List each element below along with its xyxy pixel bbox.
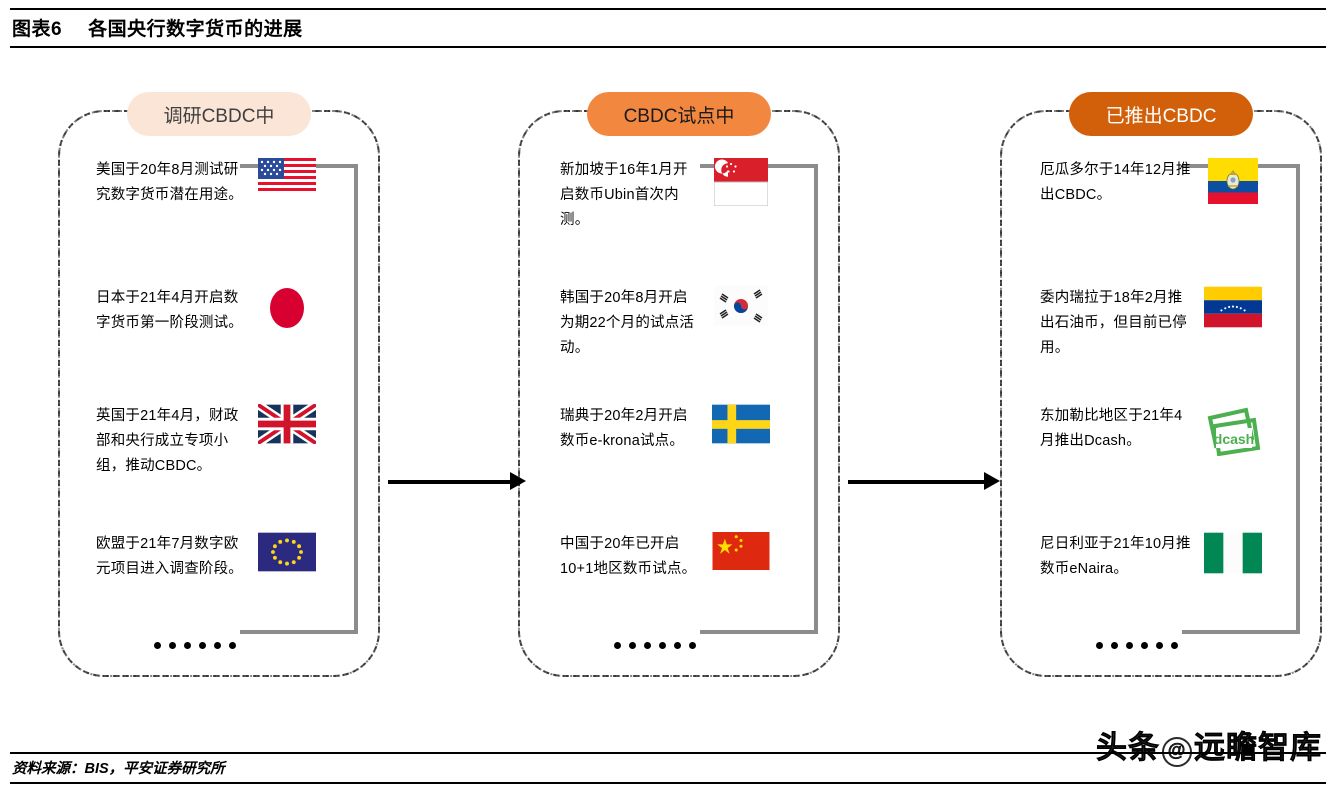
footer-rule-bottom [10, 782, 1326, 784]
sg-flag [710, 158, 772, 206]
entry-text: 韩国于20年8月开启为期22个月的试点活动。 [560, 290, 695, 356]
column-header-pill-launched[interactable]: 已推出CBDC [1069, 92, 1253, 136]
pill-label: 调研CBDC中 [163, 105, 275, 127]
figure-number: 图表6 [12, 19, 63, 40]
entry-text: 美国于20年8月测试研究数字货币潜在用途。 [96, 162, 243, 203]
list-item-ec[interactable]: 厄瓜多尔于14年12月推出CBDC。 [1040, 158, 1290, 270]
ve-flag [1202, 286, 1264, 328]
ng-flag [1202, 532, 1264, 574]
entry-text: 欧盟于21年7月数字欧元项目进入调查阶段。 [96, 536, 243, 577]
ec-flag [1202, 158, 1264, 204]
eu-flag [256, 532, 318, 572]
us-flag [256, 158, 318, 196]
list-item-eu[interactable]: 欧盟于21年7月数字欧元项目进入调查阶段。 [96, 532, 346, 644]
source-note: 资料来源：BIS，平安证券研究所 [12, 761, 225, 777]
figure-title: 各国央行数字货币的进展 [88, 19, 303, 40]
stage-column-pilot: CBDC试点中 新加坡于16年1月开启数币Ubin首次内测。 [518, 92, 840, 677]
se-flag [710, 404, 772, 444]
entry-text: 新加坡于16年1月开启数币Ubin首次内测。 [560, 162, 688, 228]
arrow-head-icon [510, 472, 526, 490]
list-item-ve[interactable]: 委内瑞拉于18年2月推出石油币，但目前已停用。 [1040, 286, 1290, 398]
arrow-col2-to-col3 [848, 472, 1000, 490]
uk-flag [256, 404, 318, 444]
figure-footer: 资料来源：BIS，平安证券研究所 [10, 752, 1326, 784]
entry-text: 日本于21年4月开启数字货币第一阶段测试。 [96, 290, 243, 331]
header-rule-top [10, 8, 1326, 10]
list-item-dcash[interactable]: 东加勒比地区于21年4月推出Dcash。 dcash [1040, 404, 1290, 516]
entry-list: 新加坡于16年1月开启数币Ubin首次内测。 韩国于2 [518, 152, 840, 652]
watermark: 头条@远瞻智库 [1096, 722, 1322, 767]
ellipsis-dots [1096, 642, 1178, 649]
entry-text: 东加勒比地区于21年4月推出Dcash。 [1040, 408, 1183, 449]
column-header-pill-research[interactable]: 调研CBDC中 [127, 92, 311, 136]
list-item-kr[interactable]: 韩国于20年8月开启为期22个月的试点活动。 [560, 286, 810, 398]
kr-flag [710, 286, 772, 326]
watermark-prefix: 头条 [1096, 730, 1160, 766]
list-item-sg[interactable]: 新加坡于16年1月开启数币Ubin首次内测。 [560, 158, 810, 270]
list-item-ng[interactable]: 尼日利亚于21年10月推数币eNaira。 [1040, 532, 1290, 644]
arrow-head-icon [984, 472, 1000, 490]
cn-flag [710, 532, 772, 570]
column-header-pill-pilot[interactable]: CBDC试点中 [587, 92, 771, 136]
list-item-cn[interactable]: 中国于20年已开启10+1地区数币试点。 [560, 532, 810, 644]
stage-column-research: 调研CBDC中 美国于20年8月测试研究数字货币潜在用途。 [58, 92, 380, 677]
figure-header: 图表6 各国央行数字货币的进展 [10, 8, 1326, 48]
list-item-us[interactable]: 美国于20年8月测试研究数字货币潜在用途。 [96, 158, 346, 270]
watermark-suffix: 远瞻智库 [1194, 730, 1322, 766]
entry-list: 美国于20年8月测试研究数字货币潜在用途。 [58, 152, 380, 652]
page-title: 图表6 各国央行数字货币的进展 [10, 10, 1326, 46]
list-item-jp[interactable]: 日本于21年4月开启数字货币第一阶段测试。 [96, 286, 346, 398]
arrow-col1-to-col2 [388, 472, 526, 490]
pill-label: CBDC试点中 [623, 105, 735, 127]
diagram-canvas: 调研CBDC中 美国于20年8月测试研究数字货币潜在用途。 [0, 62, 1336, 732]
svg-text:dcash: dcash [1214, 431, 1254, 447]
arrow-shaft [848, 480, 986, 484]
ellipsis-dots [614, 642, 696, 649]
entry-text: 尼日利亚于21年10月推数币eNaira。 [1040, 536, 1191, 577]
entry-list: 厄瓜多尔于14年12月推出CBDC。 [1000, 152, 1322, 652]
entry-text: 中国于20年已开启10+1地区数币试点。 [560, 536, 697, 577]
footer-rule-top [10, 752, 1326, 754]
entry-text: 委内瑞拉于18年2月推出石油币，但目前已停用。 [1040, 290, 1187, 356]
entry-text: 英国于21年4月，财政部和央行成立专项小组，推动CBDC。 [96, 408, 239, 474]
ellipsis-dots [154, 642, 236, 649]
dcash-logo: dcash [1202, 404, 1264, 456]
entry-text: 瑞典于20年2月开启数币e-krona试点。 [560, 408, 688, 449]
stage-column-launched: 已推出CBDC 厄瓜多尔于14年12月推出CBDC。 [1000, 92, 1322, 677]
arrow-shaft [388, 480, 512, 484]
list-item-se[interactable]: 瑞典于20年2月开启数币e-krona试点。 [560, 404, 810, 516]
list-item-uk[interactable]: 英国于21年4月，财政部和央行成立专项小组，推动CBDC。 [96, 404, 346, 516]
jp-flag [256, 286, 318, 334]
header-rule-bottom [10, 46, 1326, 48]
entry-text: 厄瓜多尔于14年12月推出CBDC。 [1040, 162, 1191, 203]
pill-label: 已推出CBDC [1105, 105, 1217, 127]
